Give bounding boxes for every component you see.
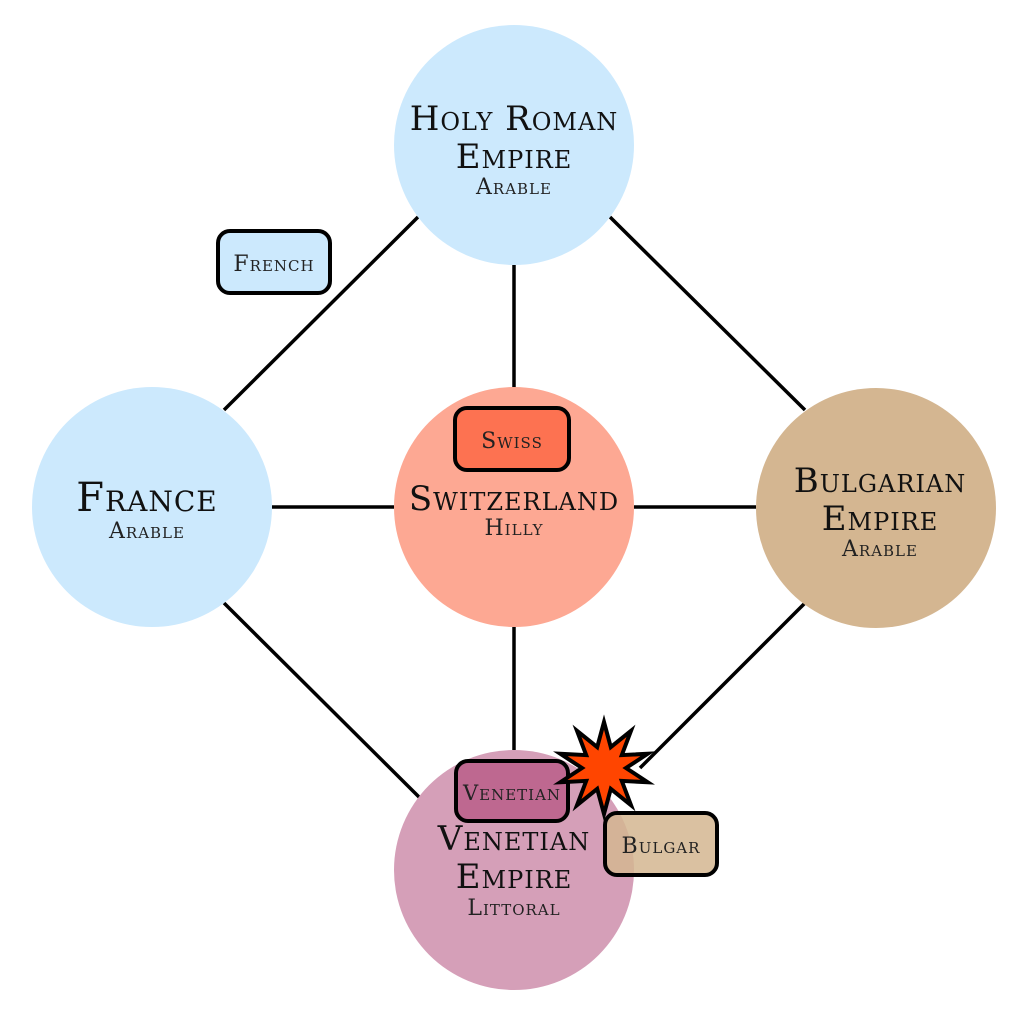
unit-badge[interactable]	[453, 406, 571, 472]
unit-label: Venetian	[462, 781, 561, 805]
region-circle[interactable]	[756, 388, 996, 628]
unit-swiss[interactable]: Swiss	[453, 406, 571, 472]
region-terrain: Arable	[108, 519, 185, 544]
unit-label: Swiss	[481, 429, 543, 454]
unit-badge[interactable]	[216, 229, 332, 295]
region-bulgarian-empire[interactable]: Bulgarian Empire Arable	[756, 388, 996, 628]
region-terrain: Arable	[475, 175, 552, 200]
region-terrain: Hilly	[485, 516, 544, 541]
region-name-line-1: Switzerland	[409, 479, 619, 519]
region-circle[interactable]	[394, 25, 634, 265]
region-france[interactable]: France Arable	[32, 387, 272, 627]
unit-badge[interactable]	[454, 759, 570, 823]
region-name-line-2: Empire	[456, 137, 573, 177]
region-name-line-1: Bulgarian	[794, 461, 967, 501]
edges	[222, 215, 807, 800]
unit-badge[interactable]	[603, 811, 719, 877]
edge-bulgaria-venice	[638, 601, 807, 770]
region-circle[interactable]	[32, 387, 272, 627]
region-name-line-2: Empire	[822, 499, 939, 539]
explosion-icon	[553, 714, 655, 822]
region-name-line-1: France	[76, 475, 217, 521]
unit-venetian[interactable]: Venetian	[454, 759, 570, 823]
edge-france-venice	[222, 601, 422, 800]
unit-label: Bulgar	[622, 834, 701, 859]
unit-french[interactable]: French	[216, 229, 332, 295]
unit-bulgar[interactable]: Bulgar	[603, 811, 719, 877]
region-name-line-1: Venetian	[437, 819, 590, 859]
unit-label: French	[233, 252, 314, 277]
region-name-line-1: Holy Roman	[410, 99, 619, 139]
edge-hre-france	[222, 215, 420, 412]
edge-hre-bulgaria	[608, 215, 807, 412]
region-terrain: Arable	[841, 537, 918, 562]
region-name-line-2: Empire	[456, 857, 573, 897]
region-holy-roman-empire[interactable]: Holy Roman Empire Arable	[394, 25, 634, 265]
region-terrain: Littoral	[467, 896, 560, 921]
